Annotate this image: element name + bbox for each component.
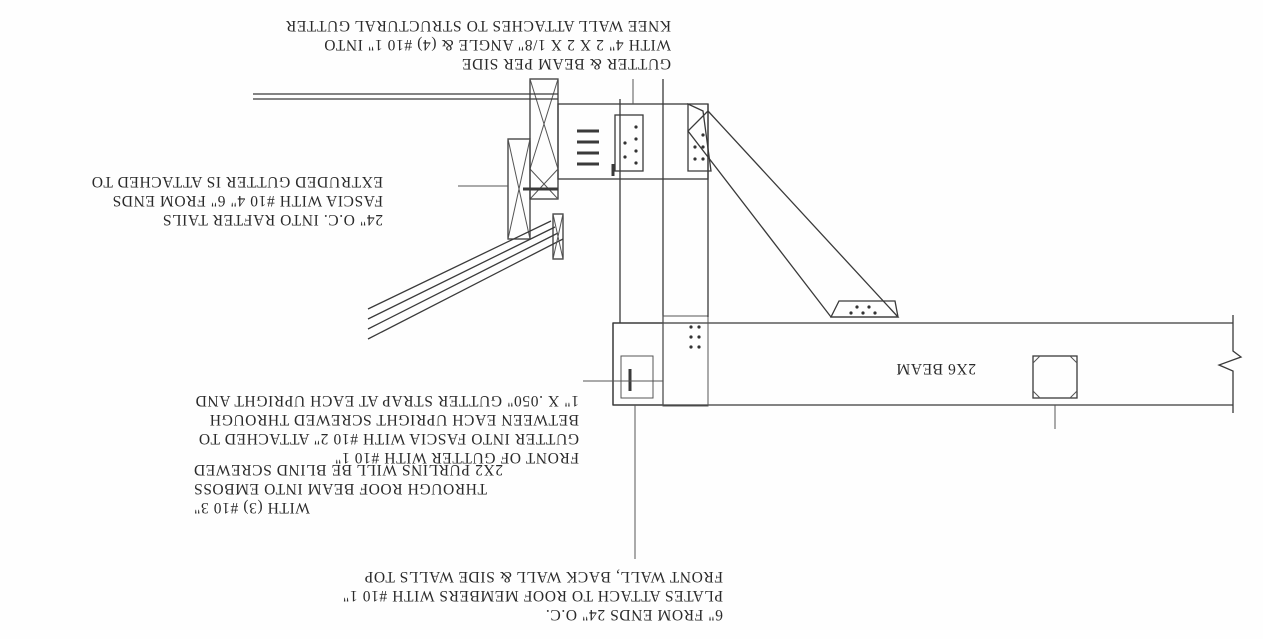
upright-post	[612, 79, 709, 407]
leaders	[583, 380, 663, 559]
note-line: 1" X .050" GUTTER STRAP AT EACH UPRIGHT …	[195, 392, 579, 409]
rafter-tails	[367, 213, 564, 340]
beam-label: 2X6 BEAM	[895, 360, 976, 377]
note-line: PLATES ATTACH TO ROOF MEMBERS WITH #10 1…	[342, 587, 723, 604]
note-line: BETWEEN EACH UPRIGHT SCREWED THROUGH	[209, 411, 579, 428]
purlin-2x2	[1032, 355, 1078, 429]
note-extruded-gutter: 24" O.C. INTO RAFTER TAILS FASCIA WITH #…	[91, 172, 383, 229]
note-line: 24" O.C. INTO RAFTER TAILS	[162, 211, 383, 228]
knee-brace	[687, 102, 900, 318]
note-knee-wall: GUTTER & BEAM PER SIDE WITH 4" 2 X 2 X 1…	[285, 16, 671, 73]
note-purlins-block: WITH (3) #10 3" THROUGH ROOF BEAM INTO E…	[193, 460, 503, 517]
note-line: GUTTER & BEAM PER SIDE	[461, 55, 671, 72]
note-line: WITH 4" 2 X 2 X 1/8" ANGLE & (4) #10 1" …	[323, 36, 671, 53]
structural-gutter	[557, 79, 709, 180]
note-gutter-strap: FRONT OF GUTTER WITH #10 1" GUTTER INTO …	[195, 391, 579, 467]
note-line: EXTRUDED GUTTER IS ATTACHED TO	[91, 173, 383, 190]
note-line: GUTTER INTO FASCIA WITH #10 2" ATTACHED …	[198, 430, 579, 447]
note-line: 6" FROM ENDS 24" O.C.	[545, 606, 723, 623]
note-line: WITH (3) #10 3"	[193, 499, 310, 516]
note-line: FRONT WALL, BACK WALL & SIDE WALLS TOP	[364, 568, 723, 585]
note-line: KNEE WALL ATTACHES TO STRUCTURAL GUTTER	[285, 17, 671, 34]
note-line: FASCIA WITH #10 4" 6" FROM ENDS	[112, 192, 383, 209]
fascia-gutter	[253, 78, 559, 240]
note-front-wall: 6" FROM ENDS 24" O.C. PLATES ATTACH TO R…	[342, 567, 723, 624]
note-line: FRONT OF GUTTER WITH #10 1"	[334, 449, 579, 466]
note-line: THROUGH ROOF BEAM INTO EMBOSS	[193, 480, 487, 497]
